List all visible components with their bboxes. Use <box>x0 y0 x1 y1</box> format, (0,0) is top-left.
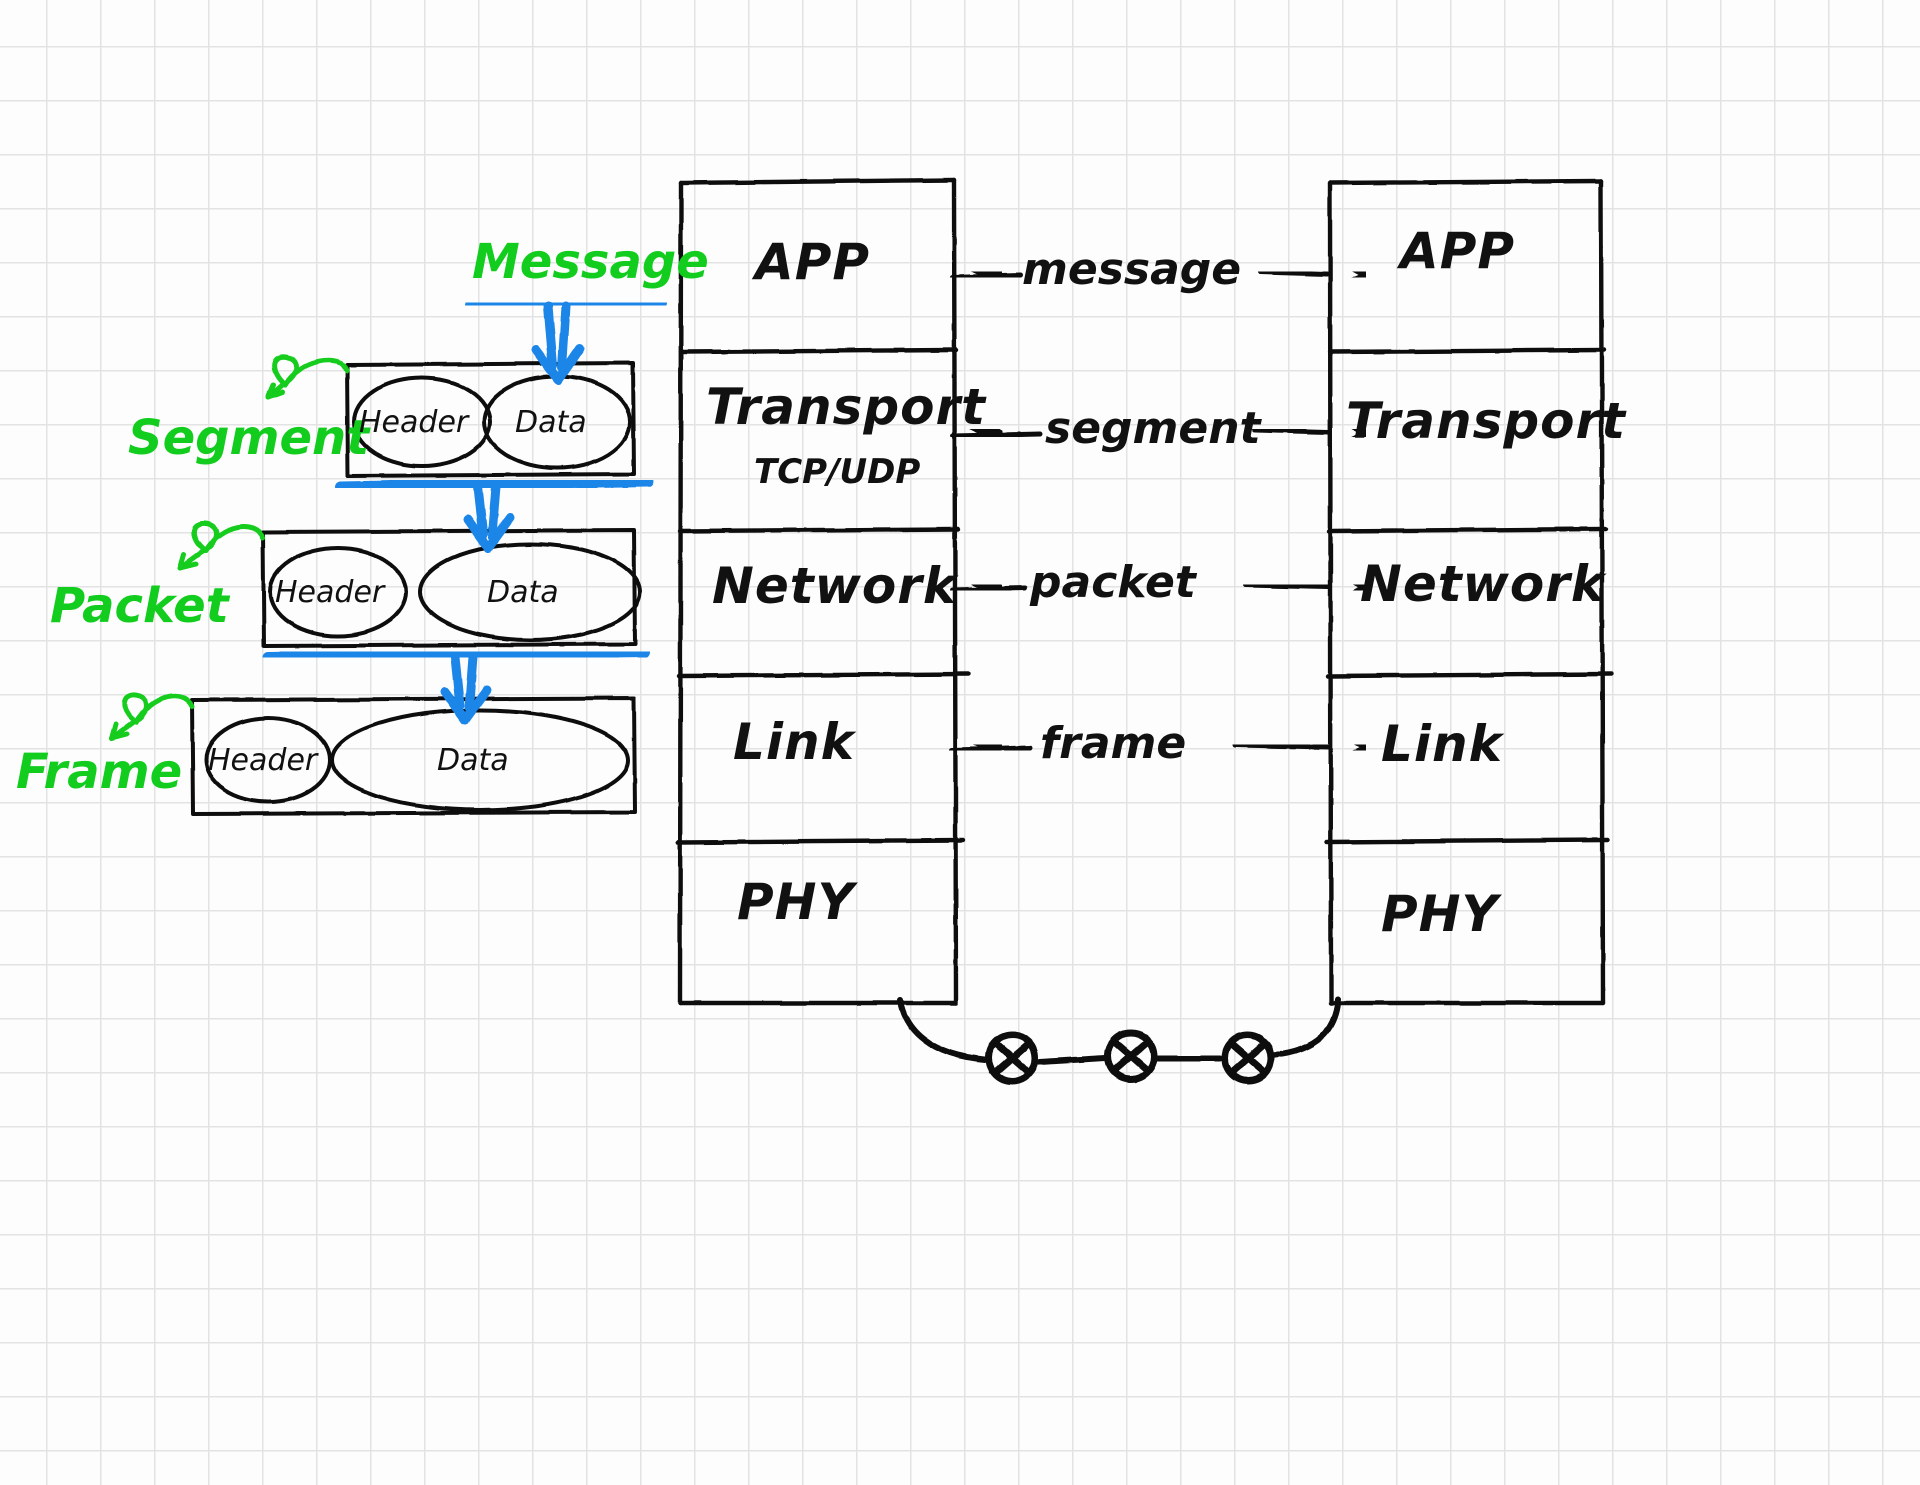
receiver-stack-frame <box>1324 178 1614 1006</box>
peer-arrow-frame <box>952 745 1328 750</box>
peer-arrow-message <box>952 272 1328 277</box>
blue-arrow-segment-to-packet <box>463 481 515 553</box>
frame-header-ellipse <box>204 716 332 804</box>
sender-stack-frame <box>675 177 971 1006</box>
packet-data-ellipse <box>418 542 642 642</box>
router-x-circle-icon <box>985 1029 1275 1085</box>
peer-arrow-packet <box>952 585 1328 590</box>
green-curl-frame <box>109 692 195 741</box>
frame-box-outline <box>190 696 637 816</box>
green-curl-packet <box>177 521 266 571</box>
green-curl-segment <box>265 354 350 400</box>
frame-data-ellipse <box>330 708 630 812</box>
segment-data-ellipse <box>482 374 632 470</box>
peer-arrow-segment <box>952 430 1328 436</box>
blue-arrow-message-to-segment <box>531 301 585 385</box>
network-path <box>897 997 1341 1065</box>
packet-box-outline <box>261 528 637 648</box>
segment-header-ellipse <box>352 376 492 468</box>
packet-header-ellipse <box>268 546 408 638</box>
segment-box-outline <box>345 361 636 478</box>
blue-arrow-packet-to-frame <box>440 652 492 725</box>
